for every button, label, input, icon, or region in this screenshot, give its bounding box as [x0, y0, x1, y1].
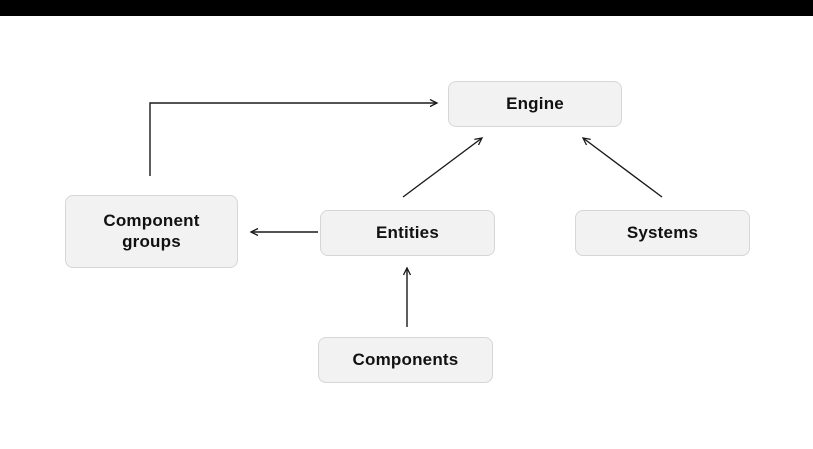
edge-component-groups-to-engine — [149, 103, 437, 176]
letterbox-top-bar — [0, 0, 813, 16]
node-component-groups: Component groups — [65, 195, 238, 268]
edge-systems-to-engine — [583, 138, 663, 198]
node-engine: Engine — [448, 81, 622, 127]
node-components: Components — [318, 337, 493, 383]
node-component-groups-label: Component groups — [103, 211, 200, 251]
edge-entities-to-engine — [402, 138, 482, 198]
node-systems-label: Systems — [626, 222, 699, 242]
node-components-label: Components — [352, 349, 459, 369]
node-engine-label: Engine — [506, 93, 564, 113]
node-systems: Systems — [575, 210, 750, 256]
node-entities-label: Entities — [375, 222, 439, 242]
node-entities: Entities — [320, 210, 495, 256]
